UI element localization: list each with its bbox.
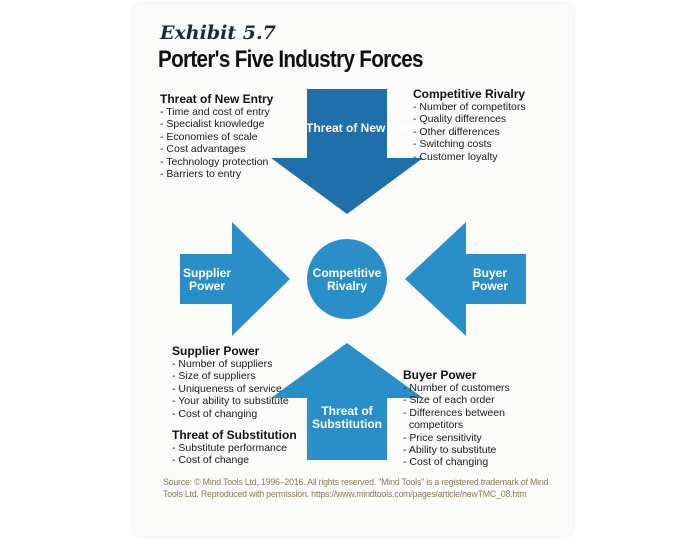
list-item: - Time and cost of entry [160, 106, 270, 118]
list-item: - Switching costs [413, 138, 492, 151]
supplier-power-arrow-label: Supplier Power [182, 266, 231, 293]
list-item: - Size of each order [403, 394, 495, 407]
list-item: - Size of suppliers [172, 370, 256, 383]
buyer-power-block: Buyer Power - Number of customers - Size… [403, 368, 510, 469]
threat-substitution-heading: Threat of Substitution [172, 428, 297, 442]
list-item: - Barriers to entry [160, 168, 242, 181]
threat-substitution-arrow-label: Threat of Substitution [312, 404, 382, 431]
supplier-power-block: Supplier Power - Number of suppliers - S… [172, 344, 289, 420]
list-item: - Number of competitors [413, 101, 526, 113]
buyer-power-arrow [405, 222, 526, 336]
list-item: - Cost advantages [160, 143, 246, 156]
page-title: Porter's Five Industry Forces [158, 46, 424, 73]
list-item: - Quality differences [413, 113, 507, 126]
list-item: - Cost of changing [403, 456, 489, 469]
list-item: - Substitute performance [172, 442, 287, 454]
competitive-rivalry-block: Competitive Rivalry - Number of competit… [413, 87, 526, 163]
list-item: - Differences between [403, 406, 505, 419]
threat-new-entry-arrow [271, 89, 423, 214]
list-item: - Ability to substitute [403, 444, 497, 457]
threat-substitution-block: Threat of Substitution - Substitute perf… [172, 428, 297, 467]
buyer-power-arrow-label: Buyer Power [471, 266, 508, 293]
exhibit-label: Exhibit 5.7 [160, 22, 276, 44]
buyer-power-heading: Buyer Power [403, 368, 477, 382]
threat-new-entry-arrow-label: Threat of New Entry [306, 121, 420, 135]
source-citation: Source: © Mind Tools Ltd, 1996–2016. All… [163, 477, 549, 499]
competitive-rivalry-center-label: Competitive Rivalry [312, 266, 382, 293]
competitive-rivalry-heading: Competitive Rivalry [413, 87, 526, 101]
threat-new-entry-heading: Threat of New Entry [160, 92, 274, 106]
competitive-rivalry-circle [307, 239, 387, 319]
threat-new-entry-block: Threat of New Entry - Time and cost of e… [160, 92, 273, 180]
list-item: - Cost of changing [172, 407, 258, 420]
list-item: - Number of suppliers [172, 358, 273, 370]
list-item: - Technology protection [160, 155, 269, 168]
list-item: - Number of customers [403, 382, 510, 394]
list-item: - Specialist knowledge [160, 118, 265, 131]
threat-substitution-arrow [271, 343, 423, 460]
list-item: - Customer loyalty [413, 150, 498, 163]
list-item: competitors [403, 419, 464, 432]
list-item: - Other differences [413, 125, 500, 138]
supplier-power-heading: Supplier Power [172, 344, 260, 358]
list-item: - Uniqueness of service [172, 382, 282, 395]
list-item: - Price sensitivity [403, 431, 482, 444]
list-item: - Your ability to substitute [172, 395, 289, 408]
list-item: - Economies of scale [160, 130, 258, 143]
supplier-power-arrow [180, 222, 290, 336]
list-item: - Cost of change [172, 454, 250, 467]
